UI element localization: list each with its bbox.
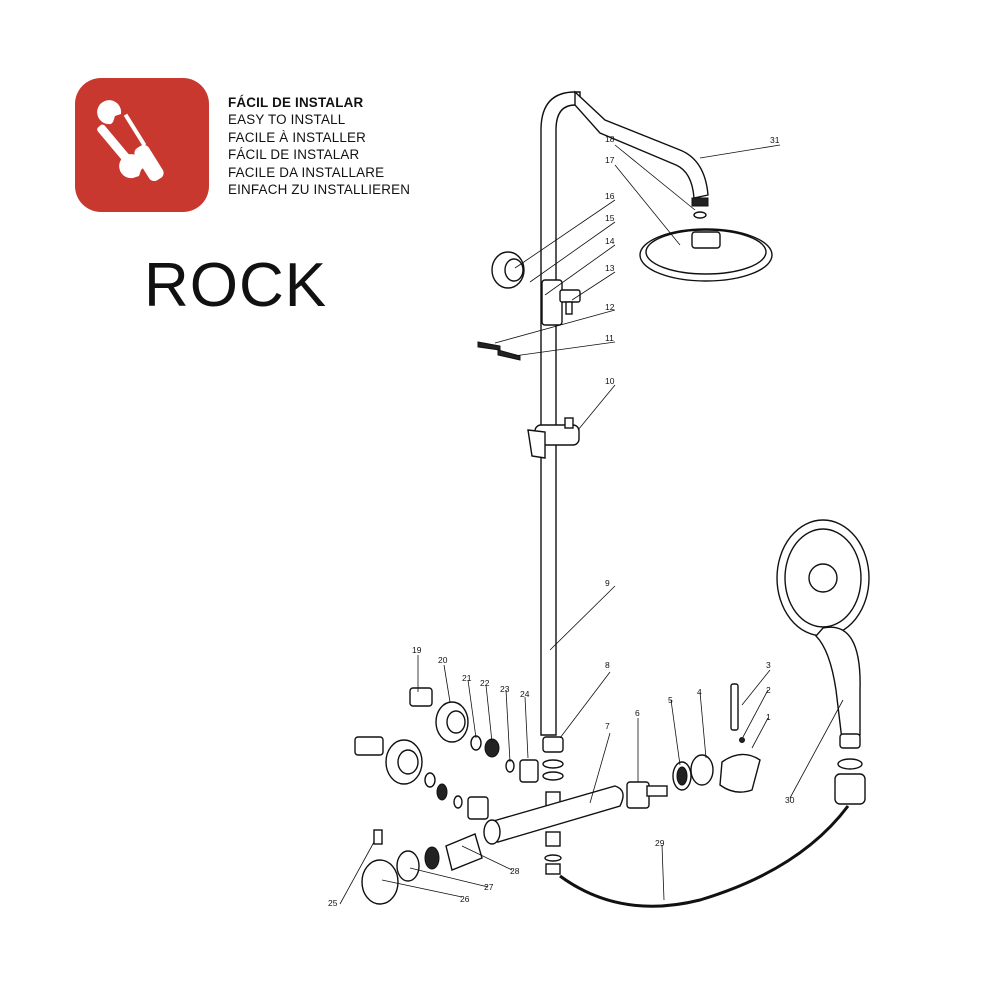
part-label: 31: [770, 135, 780, 145]
easy-install-badge: [75, 78, 209, 212]
left-inlet-stack: [354, 687, 539, 820]
part-label: 1: [766, 712, 771, 722]
part-label: 26: [460, 894, 470, 904]
model-name: ROCK: [144, 251, 328, 320]
part-label: 7: [605, 721, 610, 731]
part-label: 22: [480, 678, 490, 688]
hand-shower-slider: [527, 417, 580, 459]
part-label: 25: [328, 898, 338, 908]
wall-bracket: [491, 251, 581, 326]
part-label: 18: [605, 134, 615, 144]
screws: [477, 341, 521, 361]
part-label: 30: [785, 795, 795, 805]
part-label: 2: [766, 685, 771, 695]
part-label: 3: [766, 660, 771, 670]
part-label: 17: [605, 155, 615, 165]
part-label: 5: [668, 695, 673, 705]
part-label: 6: [635, 708, 640, 718]
rain-shower-head: [639, 228, 773, 282]
install-line: FACILE À INSTALLER: [228, 129, 367, 145]
part-label: 11: [605, 333, 614, 343]
part-label: 28: [510, 866, 520, 876]
temperature-handle-stack: [361, 829, 483, 905]
install-line: EINFACH ZU INSTALLIEREN: [228, 182, 411, 198]
wrench-screwdriver-icon: [97, 100, 164, 182]
install-line: EASY TO INSTALL: [228, 112, 346, 128]
part-label: 20: [438, 655, 448, 665]
shower-hose: [559, 805, 850, 908]
part-label: 4: [697, 687, 702, 697]
part-label: 9: [605, 578, 610, 588]
part-label: 10: [605, 376, 615, 386]
part-label: 16: [605, 191, 615, 201]
install-line: FACILE DA INSTALLARE: [228, 164, 385, 180]
part-label: 27: [484, 882, 494, 892]
right-cartridge-stack: [626, 683, 761, 809]
part-label: 12: [605, 302, 615, 312]
hand-shower: [776, 519, 870, 805]
install-line: FÁCIL DE INSTALAR: [228, 147, 360, 163]
part-label: 8: [605, 660, 610, 670]
part-label: 23: [500, 684, 510, 694]
rail-connector: [542, 736, 564, 807]
install-line: FÁCIL DE INSTALAR: [228, 95, 364, 110]
leader-lines: [339, 144, 844, 905]
part-label: 21: [462, 673, 472, 683]
part-label: 15: [605, 213, 615, 223]
part-label: 24: [520, 689, 530, 699]
part-label: 19: [412, 645, 422, 655]
easy-install-text: FÁCIL DE INSTALAR EASY TO INSTALL FACILE…: [228, 94, 410, 198]
thermostatic-mixer-body: [483, 785, 624, 875]
part-label: 29: [655, 838, 665, 848]
part-label: 13: [605, 263, 615, 273]
shower-arm: [540, 90, 709, 736]
part-label: 14: [605, 236, 615, 246]
